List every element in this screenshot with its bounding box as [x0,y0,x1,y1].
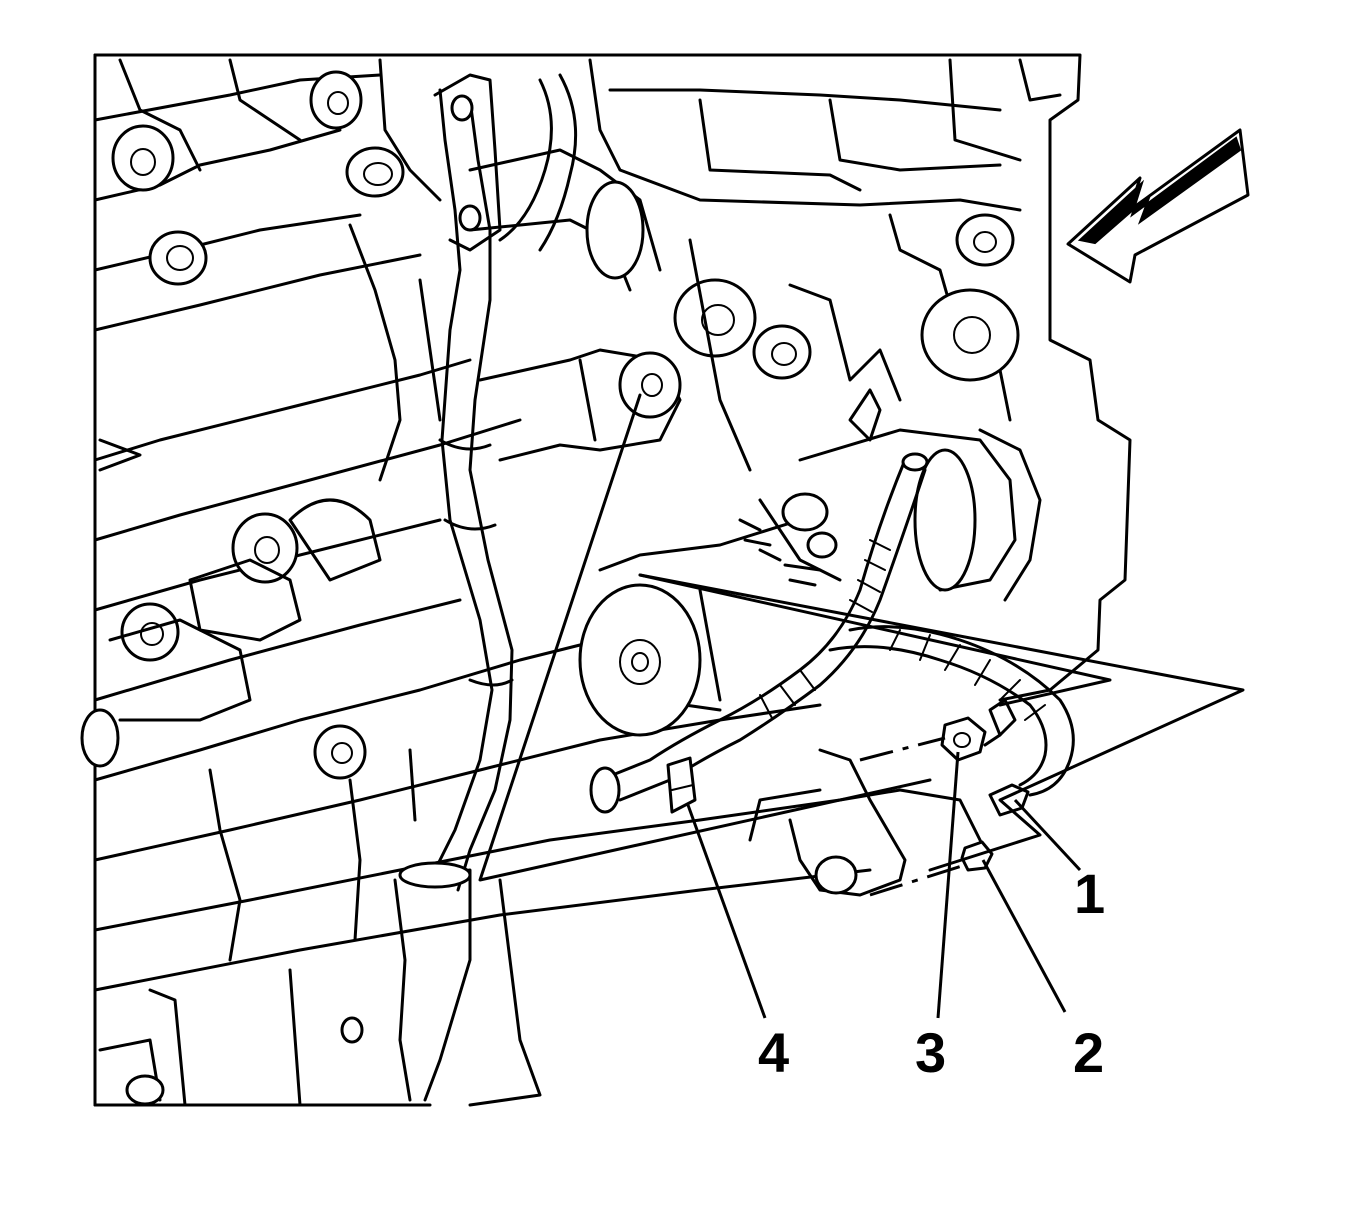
bolt-boss-1 [111,124,175,192]
bolt-boss-3 [345,146,405,198]
runner-boss-3 [313,724,367,780]
leader-3 [936,751,960,1019]
leader-2 [981,859,1067,1013]
alignment-line-upper [859,736,946,762]
harness-clip [666,756,697,814]
runner-boss-4 [80,708,120,768]
bolt-boss-5 [955,213,1015,267]
alignment-line-lower [869,863,966,897]
engine-block-illustration [80,53,1132,1107]
dipstick-tube [393,73,514,1102]
callout-1: 1 [1074,862,1105,925]
bolt-boss-2 [309,70,363,130]
callout-4: 4 [758,1021,789,1084]
runner-boss-1 [231,512,299,584]
runner-boss-2 [120,602,180,662]
view-direction-arrow-icon [1066,128,1250,284]
hex-nut-washer [940,716,987,762]
leader-1 [1013,798,1082,872]
leader-4 [686,804,767,1019]
mount-boss-right [920,288,1020,382]
bolt-boss-4 [148,230,208,286]
starter-motor [578,388,1042,737]
callout-leaders [686,751,1082,1019]
detail-callout-outline [478,393,1245,882]
callout-2: 2 [1073,1021,1104,1084]
battery-cable-harness [589,452,1075,814]
mount-boss-center [673,278,812,380]
intake-bracket [478,348,682,462]
callout-3: 3 [915,1021,946,1084]
